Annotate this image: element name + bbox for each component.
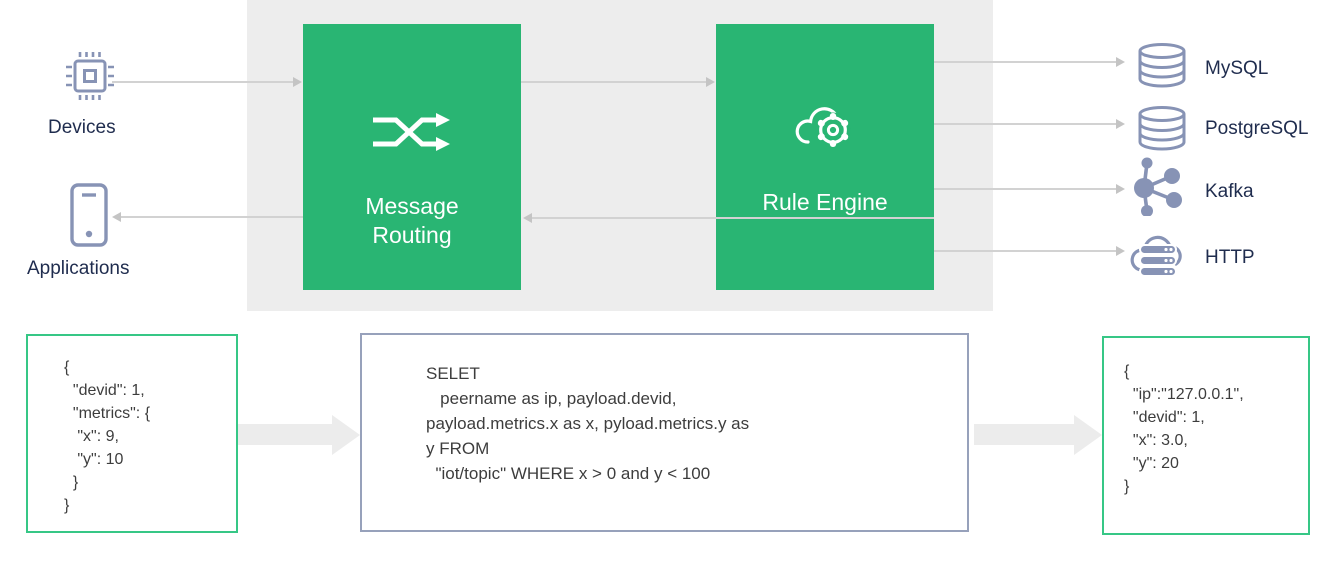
- arrow-input-to-rule: [238, 414, 360, 455]
- output-label-http: HTTP: [1205, 247, 1255, 268]
- output-label-mysql: MySQL: [1205, 58, 1269, 79]
- devices-label: Devices: [48, 117, 116, 138]
- arrow-rule-engine-to-http: [934, 246, 1125, 256]
- arrow-rule-engine-to-kafka: [934, 184, 1125, 194]
- message-routing-label: Message Routing: [365, 193, 459, 248]
- http-cloud-icon: [1130, 235, 1182, 277]
- message-routing-box: Message Routing: [303, 24, 521, 290]
- arrow-rule-engine-to-postgresql: [934, 119, 1125, 129]
- cloud-gear-icon: [795, 107, 851, 148]
- kafka-icon: [1134, 157, 1182, 216]
- output-label-postgresql: PostgreSQL: [1205, 118, 1309, 139]
- chip-icon: [66, 52, 114, 100]
- rule-sql-panel: SELET peername as ip, payload.devid, pay…: [360, 333, 969, 532]
- shuffle-icon: [373, 113, 450, 151]
- arrow-rule-engine-to-mysql: [934, 57, 1125, 67]
- output-label-kafka: Kafka: [1205, 181, 1254, 202]
- arrow-message-routing-to-applications: [112, 212, 303, 222]
- arrow-message-routing-to-rule-engine: [521, 77, 715, 87]
- output-json-panel: { "ip":"127.0.0.1", "devid": 1, "x": 3.0…: [1102, 336, 1310, 535]
- rule-engine-label: Rule Engine: [762, 189, 888, 215]
- database-icon: [1138, 106, 1186, 151]
- input-json-panel: { "devid": 1, "metrics": { "x": 9, "y": …: [26, 334, 238, 533]
- database-icon: [1138, 43, 1186, 88]
- phone-icon: [70, 183, 108, 247]
- arrow-rule-engine-to-message-routing: [523, 213, 934, 223]
- rule-engine-box: Rule Engine: [716, 24, 934, 290]
- arrow-devices-to-message-routing: [112, 77, 302, 87]
- arrow-rule-to-output: [974, 414, 1102, 455]
- applications-label: Applications: [27, 258, 130, 279]
